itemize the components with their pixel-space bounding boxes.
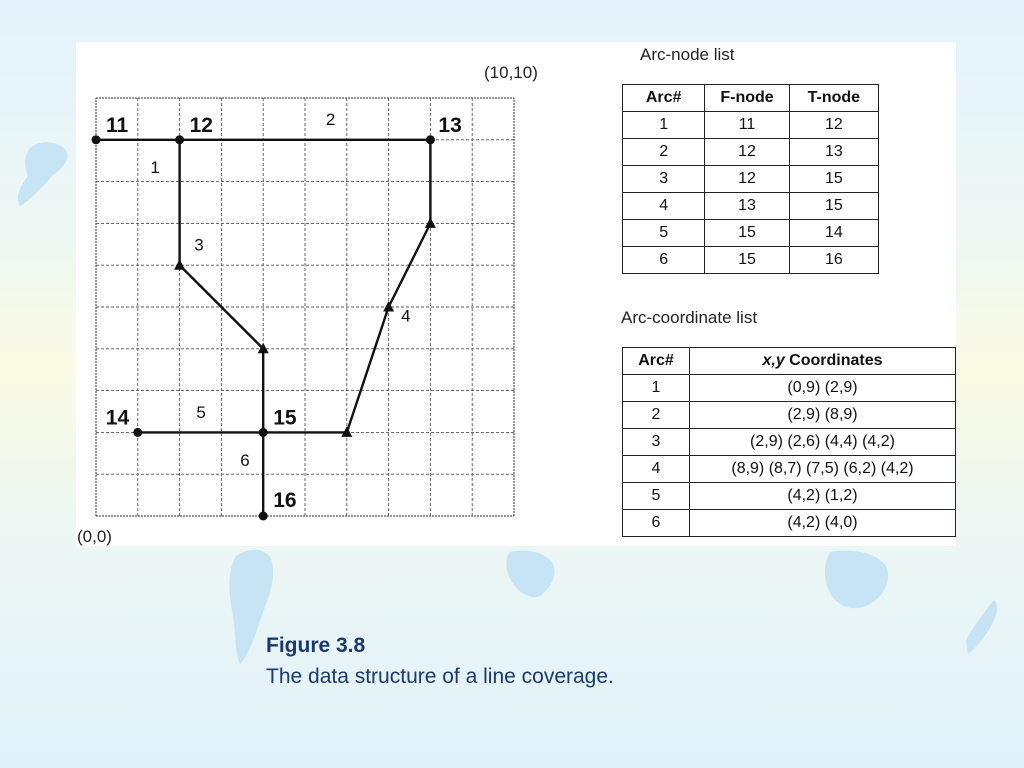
continent-shape [229,549,274,664]
table-cell: 5 [621,219,706,247]
table-row: 6(4,2) (4,0) [622,509,956,537]
vertex-marker [257,342,269,354]
table-cell: 15 [788,165,880,193]
header-coordinates: Coordinates [784,352,883,369]
column-header: F-node [704,84,790,112]
arc-coordinate-list-title: Arc-coordinate list [621,308,758,327]
table-cell: 3 [621,165,706,193]
table-cell: 2 [621,138,706,166]
table-cell: 15 [704,246,790,274]
vertex-marker [383,301,395,312]
figure-description: The data structure of a line coverage. [266,665,614,688]
table-header-row: Arc# F-node T-node [621,84,880,112]
arc-label: 3 [194,236,203,255]
table-cell: (2,9) (2,6) (4,4) (4,2) [689,428,956,456]
table-header-row: Arc# x,y Coordinates [622,347,956,375]
table-cell: (8,9) (8,7) (7,5) (6,2) (4,2) [689,455,956,483]
continent-shape [17,142,68,206]
node-dot [258,511,268,521]
table-cell: 15 [704,219,790,247]
table-row: 5(4,2) (1,2) [622,482,956,510]
table-cell: 4 [621,192,706,220]
table-row: 4(8,9) (8,7) (7,5) (6,2) (4,2) [622,455,956,483]
table-cell: 12 [788,111,880,139]
column-header: Arc# [622,347,690,375]
arc-line [178,139,265,433]
figure-caption: Figure 3.8 The data structure of a line … [266,630,614,692]
table-cell: 4 [622,455,690,483]
node-label: 11 [106,114,129,137]
table-cell: 13 [788,138,880,166]
column-header: T-node [788,84,880,112]
arc-coordinate-table: Arc# x,y Coordinates 1(0,9) (2,9) 2(2,9)… [622,347,956,537]
table-cell: (4,2) (1,2) [689,482,956,510]
column-header: Arc# [621,84,706,112]
table-cell: 6 [622,509,690,537]
table-cell: (0,9) (2,9) [689,374,956,402]
arc-label: 2 [326,110,335,129]
node-label: 12 [190,114,213,137]
continent-shape [966,600,997,654]
vertex-marker [341,426,353,437]
node-label: 14 [106,406,130,429]
table-row: 3(2,9) (2,6) (4,4) (4,2) [622,428,956,456]
column-header: x,y Coordinates [689,347,956,375]
arc-label: 1 [150,158,159,177]
arcs [91,135,436,521]
table-cell: 6 [621,246,706,274]
continent-shape [506,550,555,598]
arc-label: 6 [240,451,249,470]
node-label: 13 [438,114,461,137]
node-label: 16 [273,489,296,512]
table-cell: 15 [788,192,880,220]
arc-node-list-title: Arc-node list [640,45,735,64]
table-cell: 16 [788,246,880,274]
node-dot [91,135,101,145]
arc-label: 5 [196,403,205,422]
header-xy-italic: x,y [762,352,785,369]
continent-shape [824,550,889,609]
corner-label-bottom-left: (0,0) [77,527,112,546]
table-cell: 12 [704,165,790,193]
node-label: 15 [273,406,297,429]
table-cell: 14 [788,219,880,247]
table-cell: 5 [622,482,690,510]
table-cell: 11 [704,111,790,139]
coordinate-grid [95,97,515,517]
table-cell: 3 [622,428,690,456]
table-cell: 13 [704,192,790,220]
table-cell: 1 [622,374,690,402]
corner-label-top-right: (10,10) [484,63,538,82]
table-cell: 2 [622,401,690,429]
table-cell: (4,2) (4,0) [689,509,956,537]
node-dot [175,135,185,145]
table-cell: 1 [621,111,706,139]
node-dot [133,427,143,437]
vertex-marker [424,217,436,228]
table-cell: (2,9) (8,9) [689,401,956,429]
node-dot [258,427,268,437]
table-row: 1(0,9) (2,9) [622,374,956,402]
table-cell: 12 [704,138,790,166]
figure-title: Figure 3.8 [266,634,366,657]
arc-label: 4 [401,307,410,326]
table-row: 2(2,9) (8,9) [622,401,956,429]
vertex-marker [174,259,186,270]
node-dot [425,135,435,145]
